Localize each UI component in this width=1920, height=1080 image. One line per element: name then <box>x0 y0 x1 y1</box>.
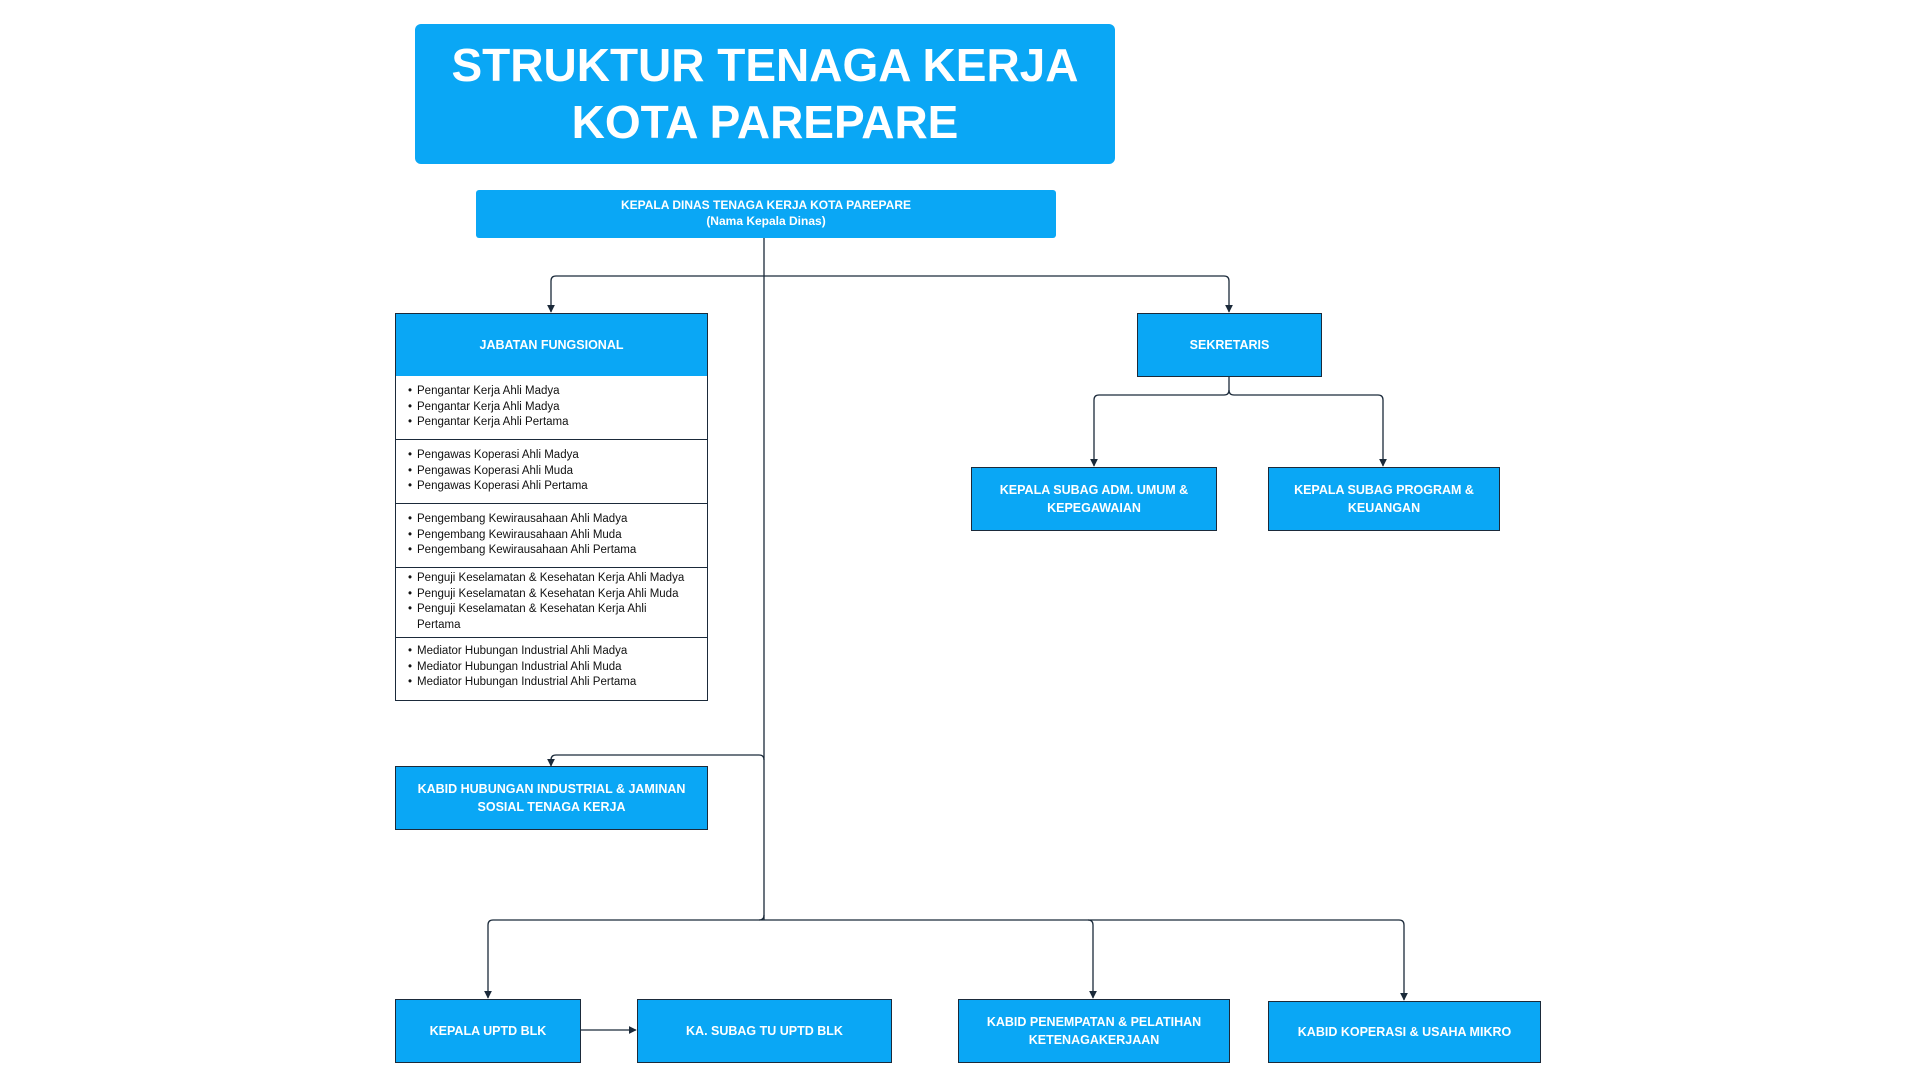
list-item: Pengawas Koperasi Ahli Pertama <box>408 479 699 495</box>
kabid-koperasi-label: KABID KOPERASI & USAHA MIKRO <box>1297 1024 1512 1039</box>
kepala-dinas-box: KEPALA DINAS TENAGA KERJA KOTA PAREPARE … <box>476 190 1056 238</box>
sekretaris-box: SEKRETARIS <box>1137 313 1322 377</box>
line-to-subag-program <box>1228 389 1387 467</box>
kabid-hubungan-line-1: KABID HUBUNGAN INDUSTRIAL & JAMINAN <box>417 781 686 796</box>
subag-program-line-2: KEUANGAN <box>1347 501 1421 515</box>
subag-tu-box: KA. SUBAG TU UPTD BLK <box>637 999 892 1063</box>
subag-umum-line-2: KEPEGAWAIAN <box>1047 501 1141 515</box>
page-title: STRUKTUR TENAGA KERJA KOTA PAREPARE <box>415 24 1115 164</box>
list-item: Pengantar Kerja Ahli Madya <box>408 384 699 400</box>
subag-umum-line-1: KEPALA SUBAG ADM. UMUM & <box>999 482 1189 497</box>
jabatan-fungsional-label: JABATAN FUNGSIONAL <box>479 337 624 352</box>
jabatan-fungsional-box: JABATAN FUNGSIONAL <box>395 313 708 377</box>
list-item: Pengembang Kewirausahaan Ahli Madya <box>408 512 699 528</box>
list-group-mediator: Mediator Hubungan Industrial Ahli Madya … <box>396 638 707 700</box>
kepala-uptd-label: KEPALA UPTD BLK <box>429 1023 547 1038</box>
list-group-pengantar: Pengantar Kerja Ahli Madya Pengantar Ker… <box>396 376 707 440</box>
list-item: Penguji Keselamatan & Kesehatan Kerja Ah… <box>408 602 699 633</box>
kepala-dinas-name: (Nama Kepala Dinas) <box>706 214 826 228</box>
kabid-hubungan-line-2: SOSIAL TENAGA KERJA <box>477 800 626 814</box>
kabid-hubungan-box: KABID HUBUNGAN INDUSTRIAL & JAMINAN SOSI… <box>395 766 708 830</box>
line-to-subag-umum <box>1090 389 1230 467</box>
subag-program-line-1: KEPALA SUBAG PROGRAM & <box>1294 482 1474 497</box>
subag-umum-box: KEPALA SUBAG ADM. UMUM & KEPEGAWAIAN <box>971 467 1217 531</box>
list-item: Pengawas Koperasi Ahli Muda <box>408 464 699 480</box>
line-to-kabid-hubungan <box>547 754 765 767</box>
list-item: Pengawas Koperasi Ahli Madya <box>408 448 699 464</box>
line-bottom-bus <box>484 914 765 999</box>
list-item: Pengembang Kewirausahaan Ahli Muda <box>408 528 699 544</box>
jabatan-fungsional-list: Pengantar Kerja Ahli Madya Pengantar Ker… <box>395 376 708 701</box>
kepala-uptd-box: KEPALA UPTD BLK <box>395 999 581 1063</box>
list-item: Pengantar Kerja Ahli Pertama <box>408 415 699 431</box>
subag-program-box: KEPALA SUBAG PROGRAM & KEUANGAN <box>1268 467 1500 531</box>
line-to-jabatan <box>547 275 764 313</box>
sekretaris-label: SEKRETARIS <box>1189 337 1270 352</box>
title-line-1: STRUKTUR TENAGA KERJA <box>451 38 1079 91</box>
line-to-sekretaris <box>764 275 1233 313</box>
list-item: Mediator Hubungan Industrial Ahli Madya <box>408 644 699 660</box>
line-to-kabid-koperasi <box>1088 919 1408 1001</box>
list-item: Penguji Keselamatan & Kesehatan Kerja Ah… <box>408 571 699 587</box>
title-line-2: KOTA PAREPARE <box>571 96 959 148</box>
list-group-penguji: Penguji Keselamatan & Kesehatan Kerja Ah… <box>396 568 707 638</box>
subag-tu-label: KA. SUBAG TU UPTD BLK <box>686 1023 843 1038</box>
kabid-penempatan-line-2: KETENAGAKERJAAN <box>1028 1033 1160 1047</box>
list-group-pengembang: Pengembang Kewirausahaan Ahli Madya Peng… <box>396 504 707 568</box>
kabid-penempatan-line-1: KABID PENEMPATAN & PELATIHAN <box>986 1014 1202 1029</box>
kabid-koperasi-box: KABID KOPERASI & USAHA MIKRO <box>1268 1001 1541 1063</box>
kabid-penempatan-box: KABID PENEMPATAN & PELATIHAN KETENAGAKER… <box>958 999 1230 1063</box>
list-item: Pengantar Kerja Ahli Madya <box>408 400 699 416</box>
list-group-pengawas: Pengawas Koperasi Ahli Madya Pengawas Ko… <box>396 440 707 504</box>
list-item: Pengembang Kewirausahaan Ahli Pertama <box>408 543 699 559</box>
kepala-dinas-title: KEPALA DINAS TENAGA KERJA KOTA PAREPARE <box>620 198 911 213</box>
list-item: Penguji Keselamatan & Kesehatan Kerja Ah… <box>408 587 699 603</box>
line-to-kabid-penempatan <box>759 919 1097 999</box>
list-item: Mediator Hubungan Industrial Ahli Muda <box>408 660 699 676</box>
list-item: Mediator Hubungan Industrial Ahli Pertam… <box>408 675 699 691</box>
